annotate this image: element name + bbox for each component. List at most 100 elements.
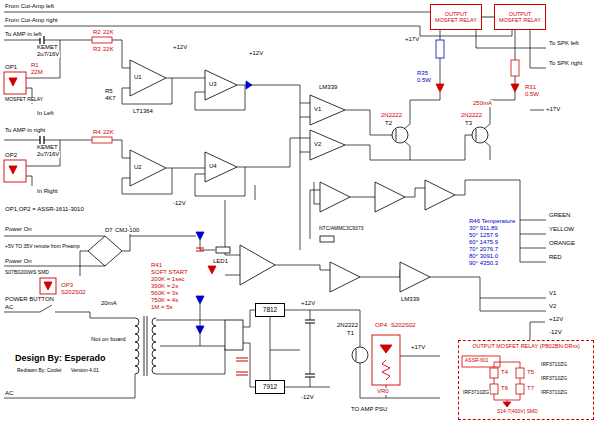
- part-label: V1: [313, 106, 322, 113]
- opamp-symbol: [130, 60, 166, 96]
- part-label: R2: [92, 29, 102, 36]
- part-label: +17V: [404, 36, 420, 43]
- part-label: -12V: [300, 394, 315, 401]
- part-label: R46 Temperature: [468, 218, 516, 225]
- part-label: +5V TO 35V remote from Preamp: [4, 244, 81, 250]
- part-label: 200K = 1sec: [150, 276, 186, 283]
- optocouplers: [4, 72, 400, 385]
- part-label: Redrawn By: Coolet: [16, 368, 62, 374]
- node-text: 7812: [263, 306, 277, 313]
- part-label: YELLOW: [548, 226, 575, 233]
- part-label: +17V: [410, 344, 426, 351]
- power-caps: [196, 248, 248, 375]
- transformer: [135, 316, 156, 376]
- part-label: 22K: [102, 29, 115, 36]
- part-label: 1M = 5s: [150, 304, 174, 311]
- part-label: OP1,OP2 = ASSR-1611-3010: [4, 206, 85, 213]
- part-label: From Cut-Amp left: [4, 3, 55, 10]
- opamps: [130, 60, 455, 292]
- opamp-symbol: [205, 152, 237, 182]
- inset-panel: OUTPUT MOSFET RELAY (PB02BN-DRxx): [458, 340, 594, 420]
- bridge-rectifier: [88, 236, 122, 266]
- part-label: -12V: [172, 200, 187, 207]
- part-label: LM339: [318, 84, 338, 91]
- part-label: KEMET: [36, 144, 59, 151]
- part-label: +12V: [248, 50, 264, 57]
- part-label: S07B0200WS SMD: [4, 270, 50, 276]
- part-label: LED1: [212, 258, 229, 265]
- part-label: +12V: [548, 316, 564, 323]
- part-label: R41: [150, 262, 163, 269]
- comparator-symbol: [330, 262, 360, 292]
- part-label: 2u7/16V: [36, 151, 60, 158]
- part-label: T2: [384, 120, 393, 127]
- resistor-symbol: [436, 40, 444, 58]
- relay-box: OUTPUT MOSFET RELAY: [494, 4, 546, 30]
- part-label: IRF3710ZG: [462, 390, 490, 396]
- part-label: OP1: [4, 64, 18, 71]
- part-label: 60° 1475.9: [468, 239, 499, 246]
- inset-wires: [494, 362, 520, 402]
- part-label: LT1364: [132, 108, 154, 115]
- part-label: 560K = 3s: [150, 290, 179, 297]
- comparator-symbol: [425, 180, 455, 210]
- regulator-box: 7912: [255, 380, 285, 394]
- varistor-symbol: [382, 360, 390, 380]
- mosfet-symbol: [490, 368, 498, 378]
- part-label: SOFT START: [150, 269, 189, 276]
- part-label: 2N2222: [380, 112, 403, 119]
- part-label: In Left: [36, 110, 55, 117]
- diode-symbol: [196, 81, 252, 334]
- part-label: T4: [500, 369, 509, 376]
- comparator-symbol: [310, 130, 345, 160]
- part-label: GREEN: [548, 212, 571, 219]
- part-label: POWER BUTTON: [4, 296, 55, 303]
- part-label: U1: [133, 74, 143, 81]
- part-label: To AMP in left: [4, 31, 43, 38]
- part-label: +12V: [300, 300, 316, 307]
- secondary-coil: [152, 318, 156, 374]
- part-label: 0.5W: [524, 91, 540, 98]
- part-label: S14-7(400V) SMD: [496, 409, 539, 415]
- part-label: -12V: [548, 329, 563, 336]
- part-label: 90° 4350.3: [468, 260, 499, 267]
- opamp-symbol: [130, 150, 166, 186]
- part-label: To SPK right: [548, 60, 583, 67]
- part-label: In Right: [36, 188, 59, 195]
- part-label: U4: [208, 163, 218, 170]
- mosfet-symbol: [490, 384, 498, 394]
- part-label: OP4: [374, 322, 388, 329]
- resistor-symbol: [92, 37, 112, 43]
- comparator-symbol: [400, 262, 430, 292]
- resistors: [92, 37, 519, 253]
- part-label: +17V: [545, 106, 561, 113]
- part-label: S202S02: [60, 289, 87, 296]
- part-label: VR0: [376, 388, 390, 395]
- part-label: Power On: [4, 226, 33, 233]
- mosfet-symbol: [516, 384, 524, 394]
- transformer-core: [144, 316, 147, 376]
- comparator-symbol: [310, 95, 345, 125]
- part-label: R1: [30, 62, 40, 69]
- part-label: 30° 911.89: [468, 225, 499, 232]
- opto-led: [9, 78, 392, 353]
- node-text: 7912: [263, 383, 277, 390]
- part-label: TO AMP PSU: [350, 406, 388, 413]
- part-label: 750K = 4s: [150, 297, 179, 304]
- part-label: Power On: [4, 258, 33, 265]
- bridge-rectifier: [225, 320, 243, 350]
- transistor-symbol: [392, 127, 408, 143]
- primary-coil: [135, 318, 139, 374]
- led-symbol: [208, 84, 519, 274]
- resistor-symbol: [511, 60, 519, 76]
- part-label: ASSR-601: [464, 358, 490, 364]
- inset-mosfets: [462, 356, 524, 407]
- part-label: T5: [526, 369, 535, 376]
- transistor-symbol: [352, 347, 368, 363]
- part-label: T3: [464, 120, 473, 127]
- electrolytic-cap: [196, 248, 248, 375]
- part-label: Design By: Esperado: [14, 354, 107, 364]
- part-label: CMJ-100: [114, 227, 140, 234]
- part-label: Version 4.01: [70, 368, 100, 374]
- part-label: OP3: [60, 282, 74, 289]
